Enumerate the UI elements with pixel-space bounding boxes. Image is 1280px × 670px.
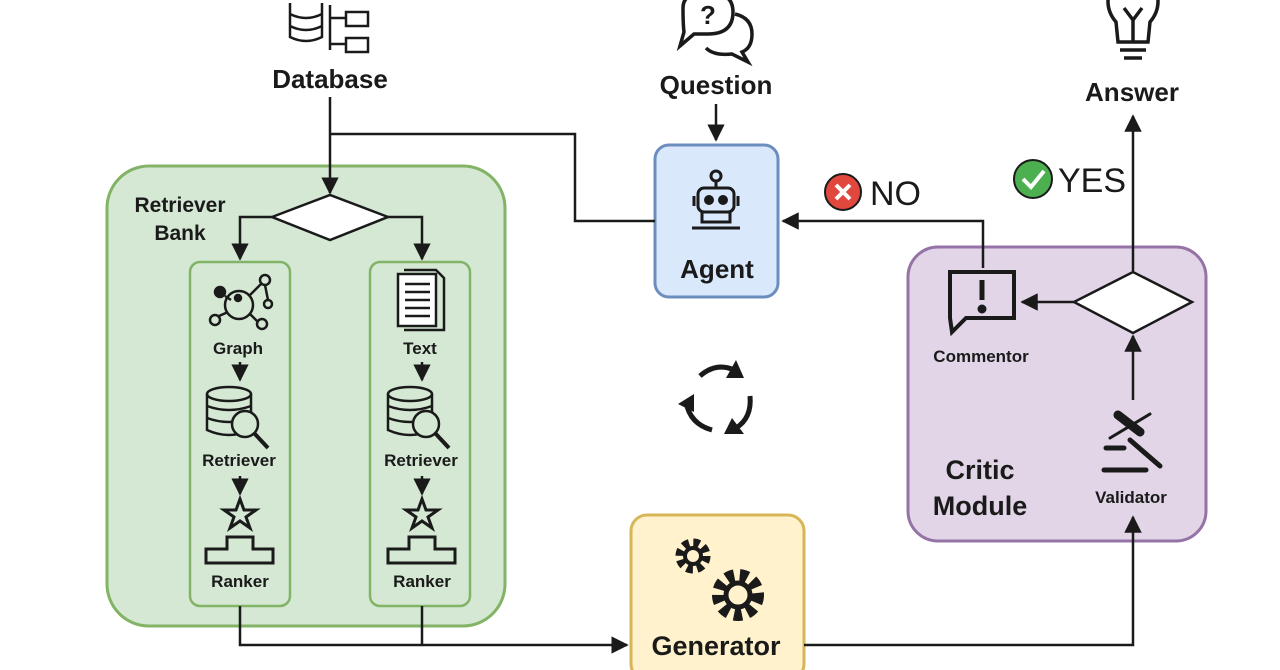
alert-comment-icon [948,270,1016,337]
critic-module-label-line2: Module [933,491,1028,521]
yes-label: YES [1058,162,1126,200]
commentor-label: Commentor [933,347,1029,366]
cycle-arrows-icon [678,360,753,434]
graph-network-icon [208,273,274,331]
gavel-icon [1101,410,1163,473]
ranker-label-right: Ranker [393,572,451,591]
generator-box [629,513,806,670]
ranker-label-left: Ranker [211,572,269,591]
connectors [231,97,1142,654]
no-label: NO [870,175,921,213]
podium-star-icon [386,494,457,565]
answer-label: Answer [1085,77,1179,107]
text-label: Text [403,339,437,358]
generator-label: Generator [651,631,781,661]
gears-icon [675,538,764,621]
x-circle-icon [824,173,862,211]
retriever-label-left: Retriever [202,451,276,470]
check-circle-icon [1013,159,1053,199]
podium-star-icon [204,494,275,565]
question-label: Question [660,70,773,100]
retriever-label-right: Retriever [384,451,458,470]
question-mark: ? [700,0,716,30]
retriever-bank-label-line2: Bank [154,222,206,245]
question-chat-icon [676,0,754,67]
critic-decision-diamond [1071,270,1195,335]
database-label: Database [272,64,388,94]
critic-module-label-line1: Critic [945,455,1014,485]
retriever-router-diamond [268,193,392,242]
document-icon [396,268,446,332]
retriever-bank-label-line1: Retriever [134,194,225,217]
lightbulb-icon [1106,0,1160,60]
agent-label: Agent [680,254,754,284]
database-search-icon [205,385,270,450]
database-folders-icon [288,3,370,54]
database-search-icon [386,385,451,450]
graph-label: Graph [213,339,263,358]
validator-label: Validator [1095,488,1167,507]
robot-icon [692,169,740,230]
